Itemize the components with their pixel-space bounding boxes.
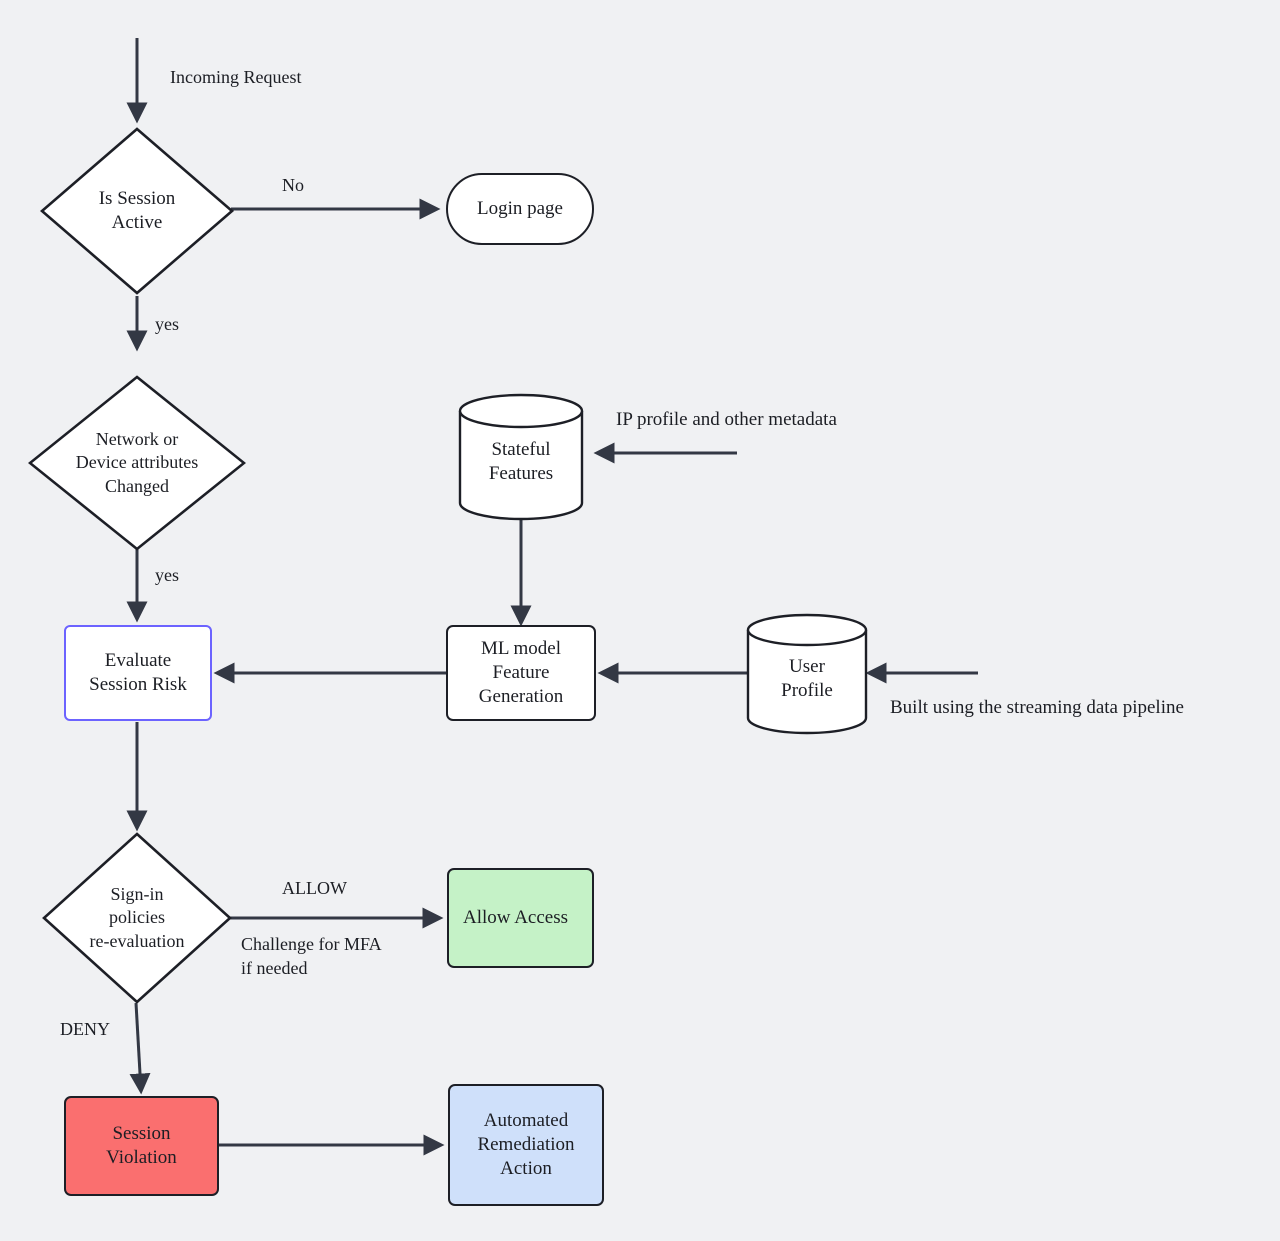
edge-signin-deny-to-violation (129, 1002, 151, 1095)
node-ml-feature-generation[interactable]: ML model Feature Generation (446, 625, 596, 721)
node-user-profile[interactable]: User Profile (745, 613, 869, 735)
node-evaluate-session-risk[interactable]: Evaluate Session Risk (64, 625, 212, 721)
cylinder-shape (746, 613, 868, 735)
edge-label-yes-network: yes (155, 565, 179, 585)
node-is-session-active[interactable]: Is Session Active (40, 127, 234, 295)
node-automated-remediation-action[interactable]: Automated Remediation Action (448, 1084, 604, 1206)
edge-label-deny: DENY (60, 1019, 110, 1039)
node-label: Automated Remediation Action (477, 1109, 575, 1180)
node-label: Allow Access (463, 906, 569, 928)
node-label: Network or Device attributes Changed (75, 429, 199, 496)
node-network-device-changed[interactable]: Network or Device attributes Changed (28, 375, 246, 551)
diamond-shape (42, 832, 232, 1004)
node-allow-access[interactable]: Allow Access (447, 868, 594, 968)
node-label: Is Session Active (98, 187, 176, 233)
node-signin-policies-reevaluation[interactable]: Sign-in policies re-evaluation (42, 832, 232, 1004)
node-label: Login page (476, 197, 563, 219)
diamond-shape (28, 375, 246, 551)
annotation-ip-profile: IP profile and other metadata (616, 409, 837, 430)
node-label: ML model Feature Generation (478, 637, 564, 708)
cylinder-shape (458, 393, 584, 521)
node-login-page[interactable]: Login page (446, 173, 594, 245)
node-session-violation[interactable]: Session Violation (64, 1096, 219, 1196)
node-label: Evaluate Session Risk (89, 649, 187, 695)
node-label: User Profile (781, 655, 833, 701)
node-stateful-features[interactable]: Stateful Features (457, 393, 585, 521)
edge-label-challenge-mfa: Challenge for MFA if needed (241, 934, 382, 979)
node-label: Session Violation (106, 1122, 177, 1168)
annotation-streaming-pipeline: Built using the streaming data pipeline (890, 697, 1184, 718)
node-label: Sign-in policies re-evaluation (89, 884, 185, 951)
diamond-shape (40, 127, 234, 295)
edge-label-allow: ALLOW (282, 878, 347, 898)
node-label: Stateful Features (488, 438, 554, 484)
edge-label-no: No (282, 175, 304, 195)
edge-label-yes-session: yes (155, 314, 179, 334)
edge-label-incoming-request: Incoming Request (170, 67, 302, 87)
